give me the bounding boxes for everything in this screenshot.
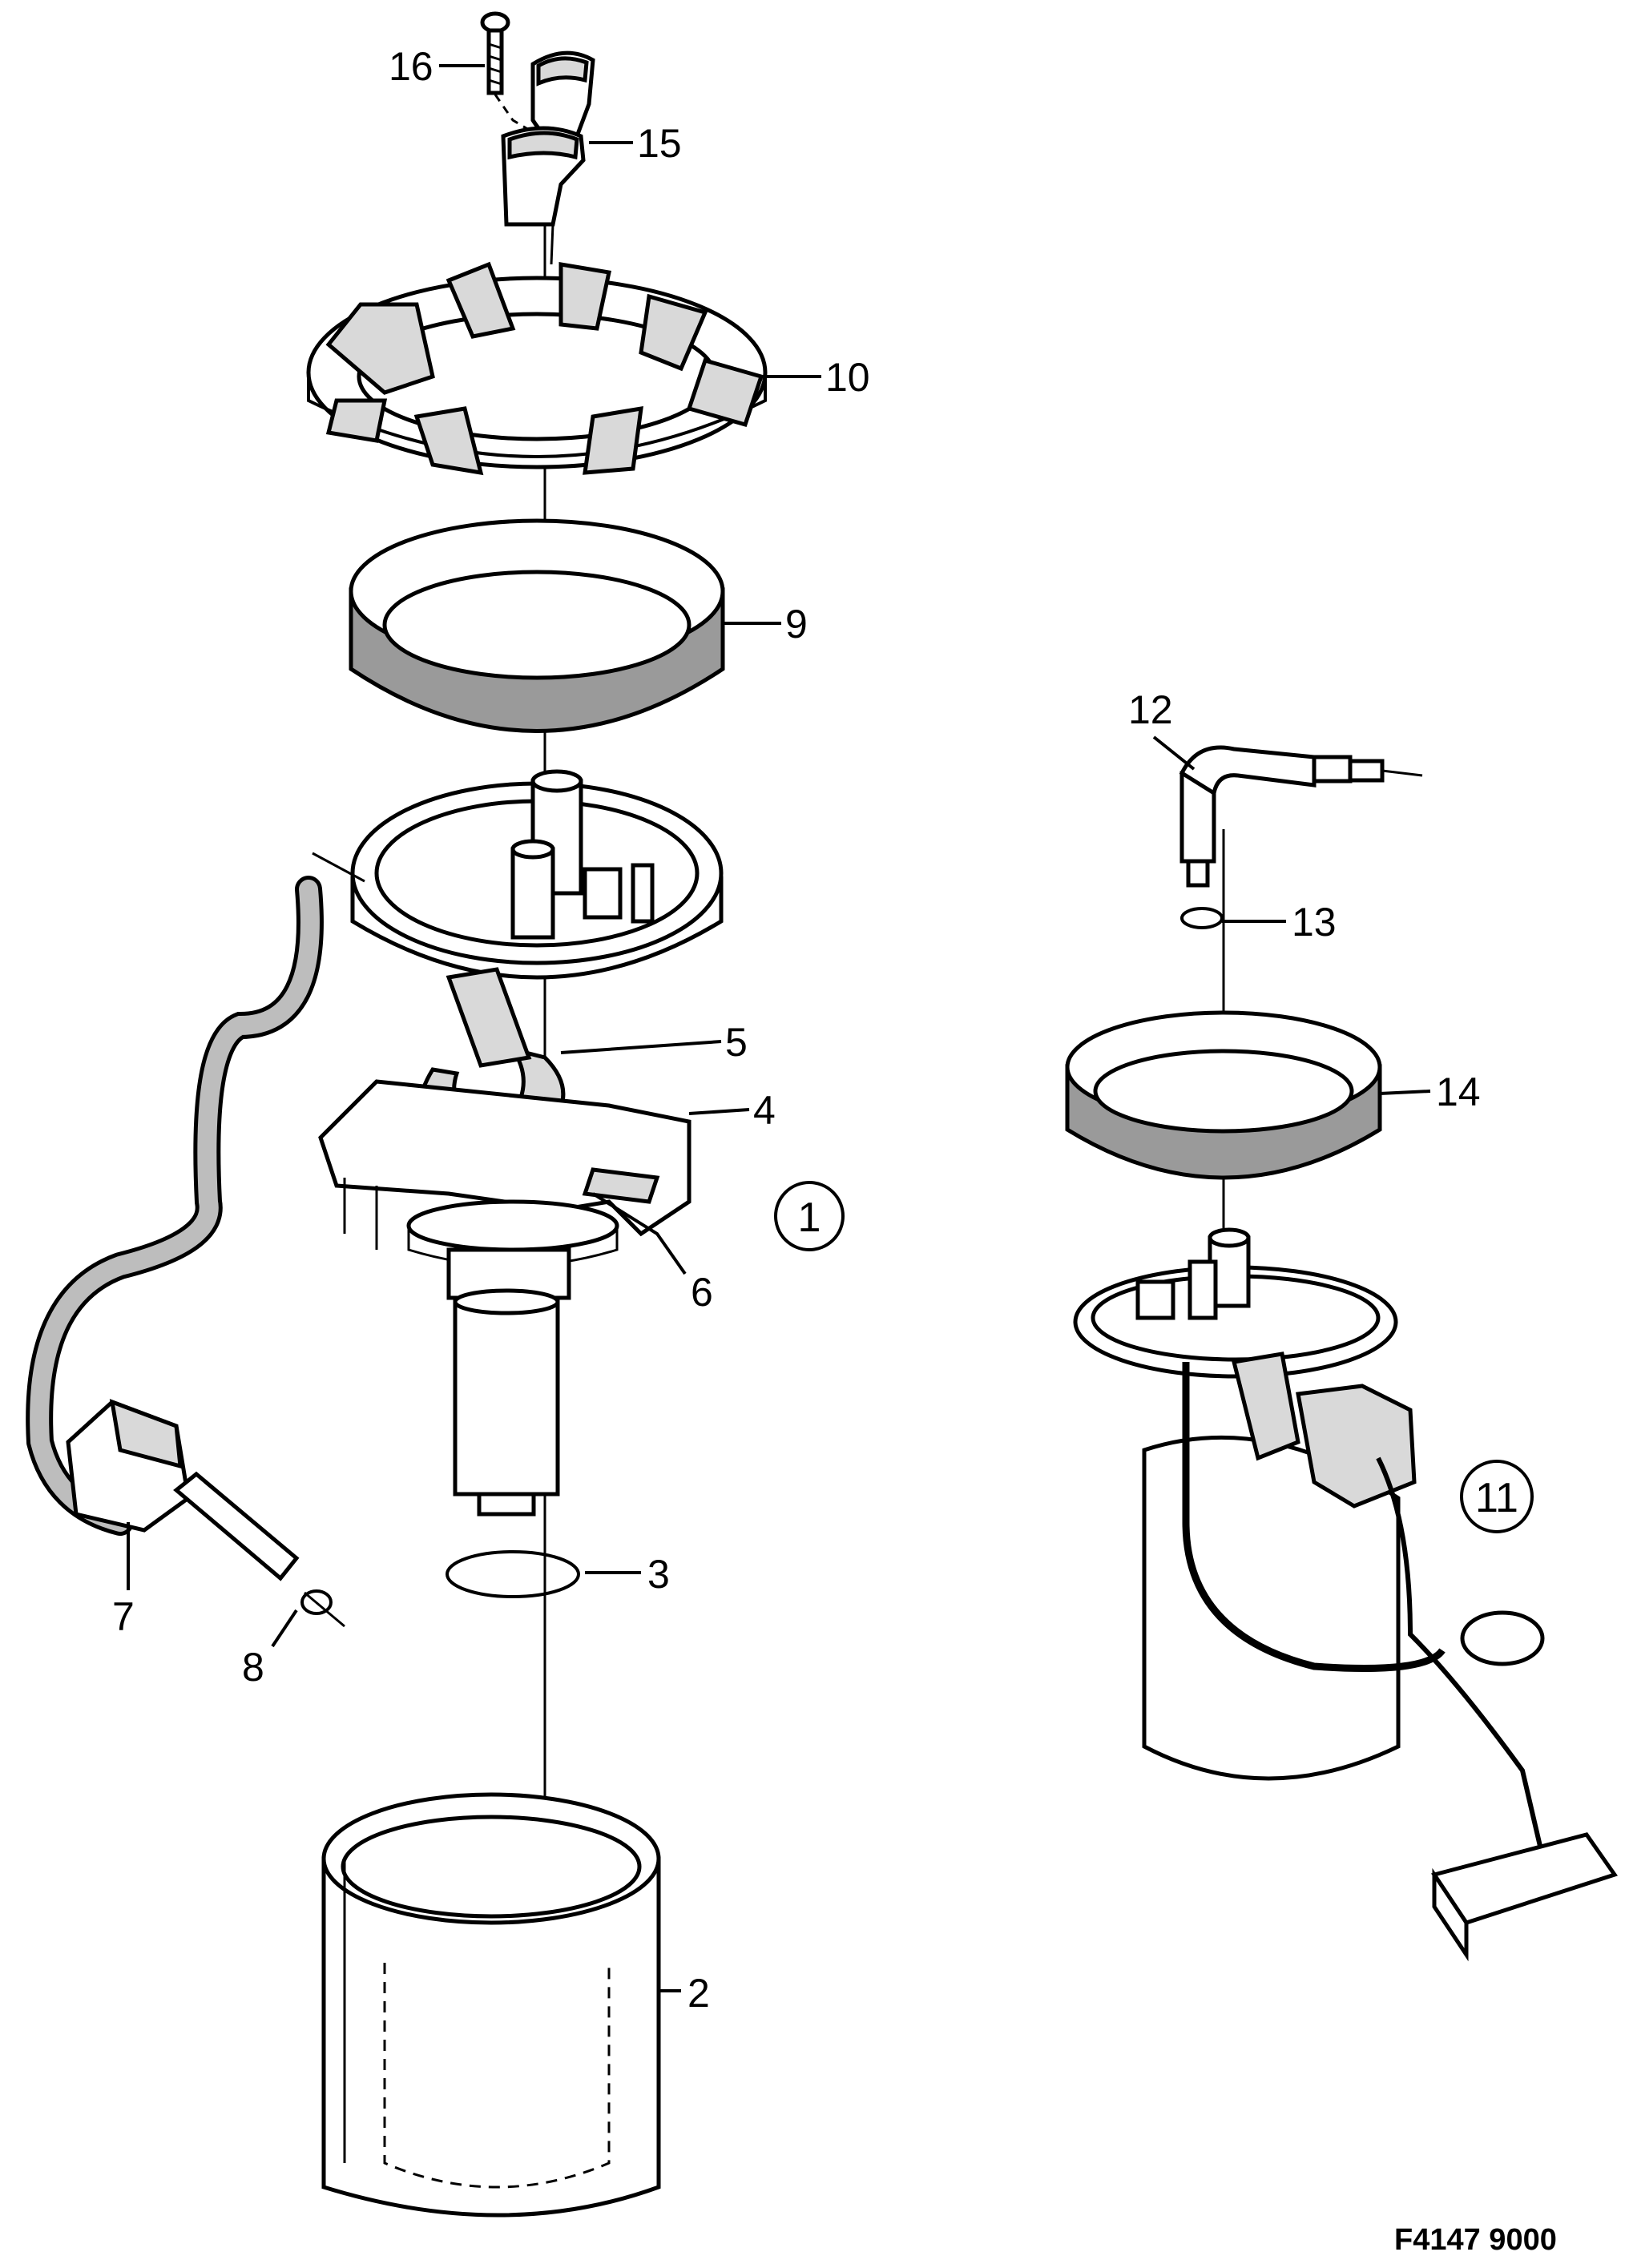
pump-body	[446, 1247, 571, 1517]
part-label-5: 5	[725, 1020, 748, 1065]
part-label-12: 12	[1128, 687, 1173, 732]
part-label-6: 6	[691, 1270, 713, 1315]
assembly-label-11: 11	[1475, 1475, 1518, 1521]
canister-part-2	[321, 1792, 661, 2218]
figure-reference-code: F4147 9000	[1394, 2223, 1557, 2257]
pump-flange	[312, 769, 724, 980]
connector-part-7	[66, 1399, 300, 1581]
o-ring-part-8	[300, 1589, 345, 1628]
part-label-7: 7	[112, 1594, 135, 1639]
gasket-part-9	[349, 518, 725, 733]
left-leader-lines	[127, 64, 821, 1992]
part-label-15: 15	[637, 121, 682, 166]
assembly-circle-11: 11	[1460, 1460, 1534, 1533]
o-ring-part-3	[446, 1550, 580, 1598]
part-label-16: 16	[389, 44, 433, 89]
part-label-9: 9	[785, 602, 808, 647]
part-label-14: 14	[1436, 1070, 1481, 1114]
assembly-label-1: 1	[798, 1194, 821, 1241]
pump-module-assembly-11	[1073, 1227, 1618, 1962]
clip-part-15	[501, 50, 595, 265]
gasket-part-14	[1065, 1010, 1431, 1180]
part-number-labels: 16 15 10 9 5 4 6 3 2 7 8 12 13 14	[112, 44, 1481, 2016]
part-label-8: 8	[242, 1645, 264, 1690]
part-label-2: 2	[688, 1971, 710, 2016]
retaining-ring-part-10	[306, 261, 768, 476]
part-label-10: 10	[825, 355, 870, 400]
assembly-circle-1: 1	[774, 1181, 845, 1251]
elbow-connector-part-12	[1152, 735, 1423, 888]
part-label-13: 13	[1292, 900, 1337, 945]
return-hose	[26, 876, 324, 1536]
o-ring-part-13	[1180, 907, 1286, 929]
part-label-4: 4	[753, 1088, 776, 1133]
part-label-3: 3	[647, 1552, 670, 1597]
